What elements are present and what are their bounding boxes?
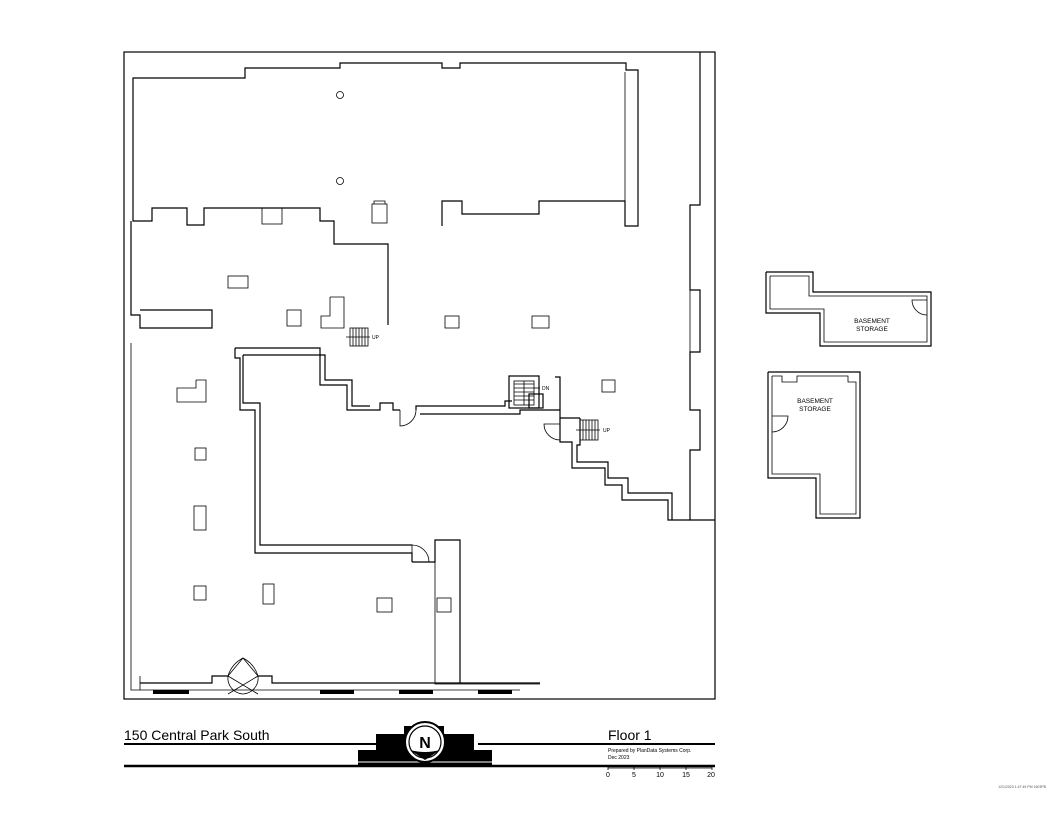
building-outline bbox=[123, 51, 716, 700]
scale-label-15: 15 bbox=[682, 772, 690, 779]
stair-up-1-label: UP bbox=[372, 335, 380, 341]
stair-down-label: DN bbox=[542, 386, 550, 392]
column-block bbox=[286, 309, 302, 327]
north-room-wall bbox=[132, 62, 639, 227]
column-block bbox=[436, 597, 452, 613]
stair-up-1 bbox=[346, 327, 370, 347]
stair-up-2 bbox=[576, 419, 600, 441]
pilaster-top bbox=[373, 200, 386, 204]
south-windows bbox=[140, 689, 520, 694]
lower-room-wall-2 bbox=[434, 562, 540, 685]
scale-bar bbox=[607, 766, 713, 770]
east-wall-right bbox=[689, 52, 715, 521]
pilaster bbox=[261, 207, 283, 225]
stair-down bbox=[508, 375, 544, 409]
column-block bbox=[176, 379, 207, 403]
scale-label-10: 10 bbox=[656, 772, 664, 779]
scale-label-5: 5 bbox=[632, 772, 636, 779]
door-swing bbox=[399, 409, 417, 427]
north-arrow-label: N bbox=[419, 735, 431, 752]
corridor-wall bbox=[132, 207, 389, 325]
central-corridor-wall-inner bbox=[235, 347, 400, 411]
column-block bbox=[320, 296, 345, 329]
column-block bbox=[193, 585, 207, 601]
south-facade bbox=[140, 675, 228, 684]
basement-storage-1-label-line2: STORAGE bbox=[856, 326, 888, 333]
lower-room-wall bbox=[412, 539, 461, 683]
central-corridor-wall-2 bbox=[243, 354, 370, 407]
west-wall-lower bbox=[130, 343, 141, 691]
corridor-wall-to-stair-2 bbox=[420, 409, 580, 419]
entrance-doors bbox=[227, 657, 259, 695]
door-swing bbox=[543, 423, 561, 441]
scale-label-20: 20 bbox=[707, 772, 715, 779]
scale-label-0: 0 bbox=[606, 772, 610, 779]
column-block bbox=[193, 505, 207, 531]
prepared-date: Dec 2023 bbox=[608, 755, 630, 761]
east-zone-wall bbox=[555, 376, 561, 410]
column-block bbox=[376, 597, 393, 613]
floor-name: Floor 1 bbox=[608, 727, 652, 743]
column bbox=[336, 177, 344, 185]
west-wall bbox=[130, 221, 213, 329]
stair-up-2-label: UP bbox=[603, 428, 611, 434]
basement-storage-2 bbox=[767, 371, 861, 519]
print-stamp: 12/1/2023 1:47:49 PM 1603PB bbox=[998, 785, 1047, 789]
corridor-wall-to-stair bbox=[415, 400, 512, 410]
east-step-wall bbox=[559, 418, 690, 521]
door-swing bbox=[411, 544, 430, 563]
central-corridor-wall bbox=[234, 348, 413, 562]
column-block bbox=[227, 275, 249, 289]
column-block bbox=[531, 315, 550, 329]
north-arrow-icon bbox=[404, 721, 446, 763]
basement-storage-2-label-line2: STORAGE bbox=[799, 406, 831, 413]
column-block bbox=[444, 315, 460, 329]
column-block bbox=[194, 447, 207, 461]
column-block bbox=[262, 583, 275, 605]
basement-storage-1-label-line1: BASEMENT bbox=[854, 318, 890, 325]
south-facade-2 bbox=[258, 675, 540, 684]
column bbox=[336, 91, 344, 99]
pilaster bbox=[371, 203, 388, 224]
corridor-wall-east bbox=[242, 355, 412, 546]
column-block bbox=[601, 379, 616, 393]
basement-storage-1 bbox=[765, 271, 932, 347]
prepared-by: Prepared by PlanData Systems Corp. bbox=[608, 748, 691, 754]
east-step-wall-2 bbox=[576, 418, 673, 520]
basement-storage-2-label-line1: BASEMENT bbox=[797, 398, 833, 405]
building-name: 150 Central Park South bbox=[124, 727, 270, 743]
